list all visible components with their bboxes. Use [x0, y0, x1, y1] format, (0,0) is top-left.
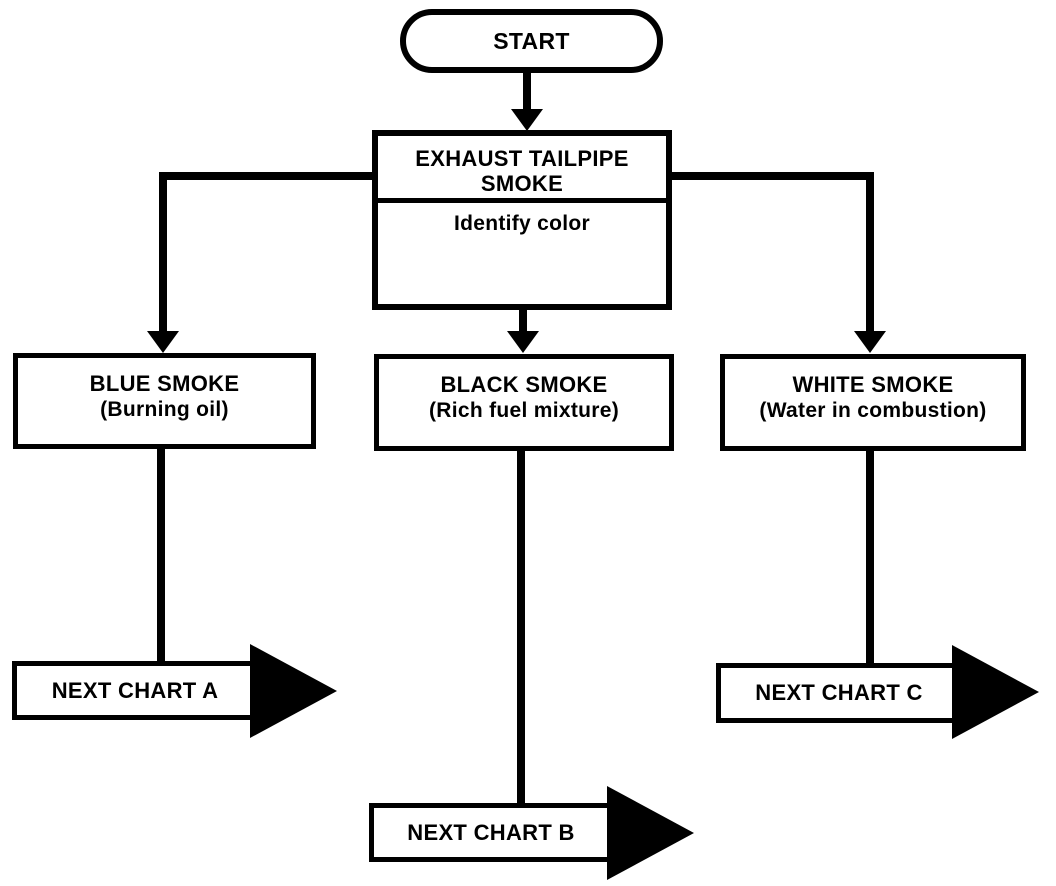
connector-root-to-white-vertical — [866, 172, 874, 332]
arrowhead-root-to-black — [507, 331, 539, 353]
connector-black-to-next-b — [517, 449, 525, 805]
next-chart-c-label: NEXT CHART C — [755, 680, 923, 705]
white-smoke-title: WHITE SMOKE — [792, 372, 954, 397]
connector-start-to-root — [523, 70, 531, 112]
exhaust-smoke-title: EXHAUST TAILPIPE SMOKE — [378, 136, 666, 203]
blue-smoke-title: BLUE SMOKE — [89, 371, 240, 396]
connector-root-to-blue-horizontal — [159, 172, 372, 180]
blue-smoke-cause: (Burning oil) — [100, 398, 229, 421]
next-chart-a-label: NEXT CHART A — [51, 677, 219, 703]
connector-blue-to-next-a — [157, 447, 165, 662]
next-chart-c-node: NEXT CHART C — [716, 663, 962, 723]
connector-white-to-next-c — [866, 449, 874, 665]
next-chart-b-node: NEXT CHART B — [369, 803, 613, 862]
start-label: START — [493, 27, 570, 54]
black-smoke-cause: (Rich fuel mixture) — [428, 399, 620, 422]
next-chart-b-arrow-icon — [607, 786, 694, 880]
black-smoke-title: BLACK SMOKE — [440, 372, 608, 397]
arrowhead-start-to-root — [511, 109, 543, 131]
black-smoke-node: BLACK SMOKE (Rich fuel mixture) — [374, 354, 674, 451]
white-smoke-node: WHITE SMOKE (Water in combustion) — [720, 354, 1026, 451]
exhaust-smoke-node: EXHAUST TAILPIPE SMOKE Identify color — [372, 130, 672, 310]
start-node: START — [400, 9, 663, 73]
blue-smoke-node: BLUE SMOKE (Burning oil) — [13, 353, 316, 449]
arrowhead-root-to-white — [854, 331, 886, 353]
next-chart-a-arrow-icon — [250, 644, 337, 738]
white-smoke-cause: (Water in combustion) — [759, 399, 987, 422]
next-chart-c-arrow-icon — [952, 645, 1039, 739]
connector-root-to-blue-vertical — [159, 172, 167, 332]
arrowhead-root-to-blue — [147, 331, 179, 353]
exhaust-smoke-subtitle: Identify color — [453, 212, 591, 235]
connector-root-to-white-horizontal — [666, 172, 874, 180]
next-chart-b-label: NEXT CHART B — [407, 819, 575, 845]
next-chart-a-node: NEXT CHART A — [12, 661, 258, 720]
connector-root-to-black — [519, 306, 527, 333]
